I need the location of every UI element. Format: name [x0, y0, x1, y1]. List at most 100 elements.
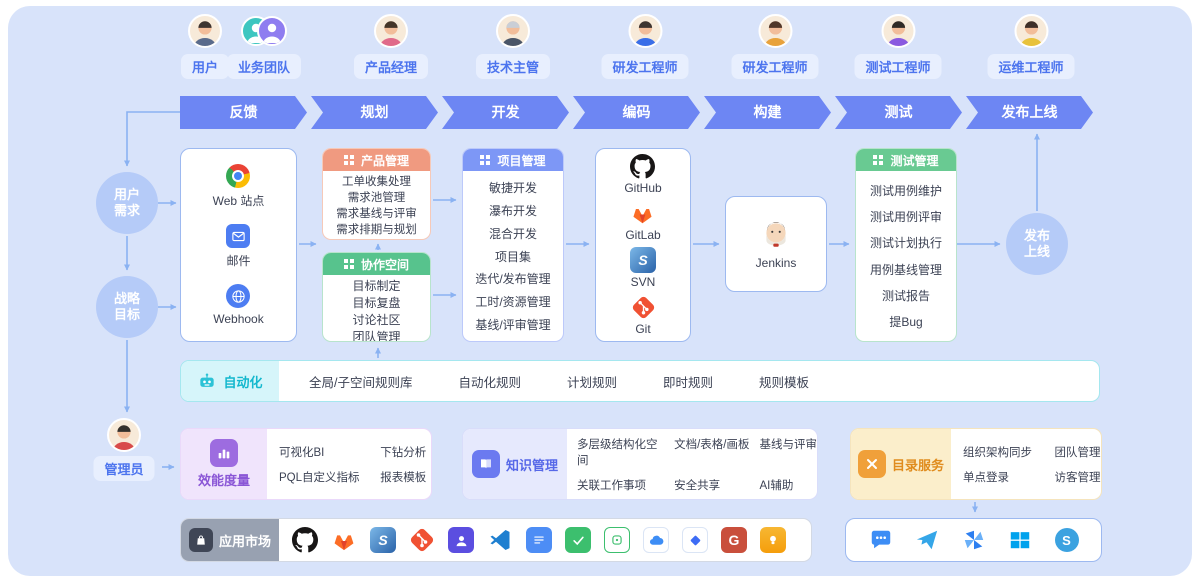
metrics-title: 效能度量: [197, 473, 250, 488]
project-item: 混合开发: [488, 226, 537, 241]
metrics-item: 报表模板: [380, 471, 427, 484]
product-module-title: 产品管理: [360, 153, 409, 168]
docs-app-icon: [526, 527, 552, 553]
knowledge-zone: 知识管理: [463, 429, 567, 499]
role-label: 用户: [180, 54, 230, 79]
tools-icon: [857, 450, 886, 478]
project-item: 工时/资源管理: [475, 295, 551, 310]
channel-label: Webhook: [213, 312, 264, 326]
project-module: 项目管理 敏捷开发瀑布开发混合开发项目集迭代/发布管理工时/资源管理基线/评审管…: [462, 148, 564, 342]
role-label: 研发工程师: [601, 54, 689, 79]
product-item: 需求基线与评审: [336, 208, 417, 220]
product-module: 产品管理 工单收集处理需求池管理需求基线与评审需求排期与规划: [322, 148, 431, 240]
skype-icon: S: [1054, 528, 1079, 552]
directory-zone: 目录服务: [851, 429, 951, 499]
pinwheel-icon: [964, 530, 983, 550]
knowledge-title: 知识管理: [505, 457, 558, 473]
gitlab-icon: [334, 535, 354, 551]
collab-module-title: 协作空间: [360, 257, 409, 272]
mail-icon: [226, 224, 251, 248]
testing-item: 测试报告: [881, 288, 930, 303]
admin-avatar-icon: [107, 418, 141, 452]
channels-box: Web 站点 邮件 Webhook: [180, 148, 297, 342]
project-item: 敏捷开发: [488, 180, 537, 195]
git-icon: [410, 528, 434, 552]
collab-module: 协作空间 目标制定目标复盘讨论社区团队管理: [322, 252, 431, 342]
testing-item: 用例基线管理: [869, 262, 942, 277]
channel-label: Web 站点: [212, 194, 265, 208]
repo-label: GitLab: [625, 227, 661, 242]
g-app-icon: G: [721, 527, 747, 553]
testing-module-header: 测试管理: [856, 149, 956, 171]
project-module-header: 项目管理: [463, 149, 563, 171]
collab-item: 讨论社区: [352, 313, 401, 327]
project-item: 迭代/发布管理: [475, 272, 551, 287]
github-icon: [630, 154, 656, 179]
green-app-icon: [604, 527, 630, 553]
lamp-app-icon: [760, 527, 786, 553]
role-user: 用户: [180, 14, 230, 79]
directory-box: 目录服务 组织架构同步团队管理单点登录访客管理: [850, 428, 1102, 500]
app-market-zone: 应用市场: [181, 519, 279, 561]
channel-webhook: Webhook: [213, 284, 264, 326]
testing-module-title: 测试管理: [890, 153, 939, 168]
role-label: 测试工程师: [854, 54, 942, 79]
git-icon: [632, 296, 654, 318]
collab-item: 团队管理: [352, 330, 401, 342]
repo-svn: S SVN: [630, 247, 656, 289]
windows-icon: [1010, 532, 1030, 549]
role-label: 业务团队: [226, 54, 302, 79]
app-market-bar: 应用市场 S G: [180, 518, 812, 562]
webhook-globe-icon: [226, 284, 251, 308]
repo-git: Git: [631, 295, 656, 336]
stage-release: 发布上线: [966, 96, 1093, 129]
collab-module-header: 协作空间: [323, 253, 430, 275]
app-market-icons: S G: [279, 519, 811, 561]
automation-bar: 自动化 全局/子空间规则库自动化规则计划规则即时规则规则模板: [180, 360, 1100, 402]
automation-zone: 自动化: [181, 361, 279, 401]
directory-items: 组织架构同步团队管理单点登录访客管理: [951, 429, 1101, 499]
role-label: 研发工程师: [731, 54, 819, 79]
automation-item: 全局/子空间规则库: [309, 375, 413, 390]
node-strategy-label: 战略目标: [113, 290, 140, 322]
stage-planning: 规划: [311, 96, 438, 129]
role-ops-engineer: 运维工程师: [987, 14, 1075, 79]
metrics-item: 可视化BI: [279, 446, 325, 459]
repos-box: GitHub GitLab S SVN Git: [595, 148, 691, 342]
role-dev-engineer-2: 研发工程师: [731, 14, 819, 79]
project-item: 项目集: [494, 249, 531, 264]
project-module-title: 项目管理: [497, 153, 546, 168]
knowledge-item: 安全共享: [674, 479, 721, 492]
collab-item: 目标制定: [352, 279, 401, 293]
jenkins-box: Jenkins: [725, 196, 827, 292]
testing-module: 测试管理 测试用例维护测试用例评审测试计划执行用例基线管理测试报告提Bug: [855, 148, 957, 342]
product-module-items: 工单收集处理需求池管理需求基线与评审需求排期与规划: [323, 171, 430, 239]
testing-item: 测试用例评审: [869, 210, 942, 225]
pipeline-bar: 反馈 规划 开发 编码 构建 测试 发布上线: [180, 96, 1093, 129]
checklist-icon: [480, 155, 491, 165]
paper-plane-icon: [916, 530, 938, 550]
product-manager-avatar-icon: [373, 14, 408, 48]
stage-coding: 编码: [573, 96, 700, 129]
gitlab-icon: [633, 208, 653, 224]
role-tech-lead: 技术主管: [475, 14, 551, 79]
book-icon: [471, 450, 500, 478]
user-avatar-icon: [187, 14, 222, 48]
node-user-need-label: 用户需求: [113, 186, 140, 218]
node-strategy: 战略目标: [96, 276, 158, 338]
knowledge-item: 基线与评审: [759, 438, 818, 451]
node-release-label: 发布上线: [1023, 227, 1050, 259]
robot-icon: [200, 373, 215, 387]
ops-engineer-avatar-icon: [1013, 14, 1048, 48]
directory-item: 单点登录: [963, 471, 1009, 484]
dev-engineer-avatar-icon: [627, 14, 662, 48]
product-item: 需求池管理: [347, 192, 406, 204]
repo-github: GitHub: [624, 154, 662, 195]
stage-development: 开发: [442, 96, 569, 129]
automation-item: 计划规则: [567, 375, 618, 390]
product-item: 需求排期与规划: [336, 224, 417, 236]
grid-icon: [343, 259, 354, 269]
